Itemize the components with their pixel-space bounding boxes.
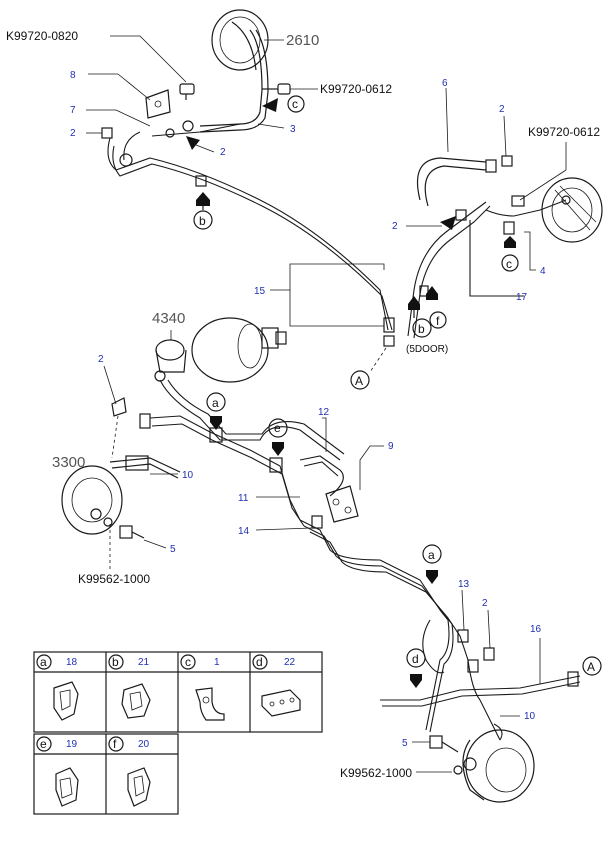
part-number-k99562-1000-left: K99562-1000 (78, 572, 150, 586)
leader-13 (457, 589, 469, 643)
leader-k99720-0820 (110, 35, 195, 100)
pipes-top-left (107, 120, 393, 331)
callout-7: 7 (70, 105, 76, 116)
view-marker-A-left: A (355, 374, 363, 388)
callout-15: 15 (254, 286, 266, 297)
callout-2c: 2 (499, 104, 505, 115)
view-marker-f-mid: f (436, 314, 440, 328)
leader-2a (86, 127, 113, 139)
arrows-b-f-mid (408, 286, 447, 338)
legend-letter-c: c (185, 655, 191, 669)
view-marker-A-right: A (587, 660, 595, 674)
view-marker-c-top: c (292, 97, 298, 111)
view-marker-b-top: b (199, 214, 206, 228)
leader-2c (501, 115, 513, 167)
callout-5a: 5 (170, 544, 176, 555)
legend-num-b: 21 (138, 657, 150, 668)
view-marker-b-mid: b (418, 322, 425, 336)
leader-5a (119, 525, 167, 549)
assembly-2610: 2610 (286, 32, 319, 49)
legend-letter-d: d (256, 655, 263, 669)
legend-num-d: 22 (284, 657, 296, 668)
leader-3 (257, 123, 285, 129)
callout-14: 14 (238, 526, 250, 537)
legend-table (33, 651, 323, 815)
legend-num-f: 20 (138, 739, 150, 750)
callout-17: 17 (516, 292, 528, 303)
legend-letter-a: a (40, 655, 47, 669)
callout-13: 13 (458, 579, 470, 590)
callout-9: 9 (388, 441, 394, 452)
rear-brake-3300-shape (61, 455, 181, 535)
assembly-4340: 4340 (152, 310, 185, 327)
view-marker-c-right: c (506, 257, 512, 271)
callout-2a: 2 (70, 128, 76, 139)
bracket-8 (88, 73, 171, 119)
bottom-brake-disc (462, 723, 535, 803)
callout-6: 6 (442, 78, 448, 89)
callout-8: 8 (70, 70, 76, 81)
callout-10b: 10 (524, 711, 536, 722)
note-5door: (5DOOR) (406, 344, 448, 355)
pipes-master (139, 370, 449, 619)
callout-4: 4 (540, 266, 546, 277)
callout-5b: 5 (402, 738, 408, 749)
arrow-c-right (501, 231, 536, 272)
part-number-k99720-0612-right: K99720-0612 (528, 125, 600, 139)
leader-2d (406, 216, 456, 230)
front-brake-2610-shape (199, 9, 284, 133)
view-marker-a-low: a (428, 548, 435, 562)
arrow-e-mid (268, 418, 288, 456)
view-marker-a-mid: a (212, 396, 219, 410)
arrow-a-low (422, 544, 442, 584)
master-cylinder-4340-shape (155, 317, 287, 383)
callout-16: 16 (530, 624, 542, 635)
leader-7 (86, 109, 151, 127)
callout-11: 11 (238, 493, 249, 504)
arrow-d-low (406, 648, 426, 688)
callout-2d: 2 (392, 221, 398, 232)
leader-k99720-0612-right (511, 142, 567, 207)
callout-2b: 2 (220, 147, 226, 158)
leader-2e (103, 365, 127, 459)
pipes-right (407, 199, 567, 339)
arrow-c-top (262, 95, 305, 113)
callout-2e: 2 (98, 354, 104, 365)
leader-2b (186, 136, 215, 153)
legend-letter-e: e (40, 737, 47, 751)
marker-A-right (582, 656, 602, 676)
leader-k99562-1000-bottom (416, 765, 463, 775)
view-marker-d-low: d (412, 652, 419, 666)
view-marker-e-mid: e (274, 421, 281, 435)
leader-15 (270, 263, 395, 347)
legend-letter-b: b (112, 655, 119, 669)
valve-9 (325, 445, 384, 523)
pipes-lower-right (380, 609, 581, 741)
legend-num-e: 19 (66, 739, 78, 750)
legend-num-a: 18 (66, 657, 78, 668)
legend-num-c: 1 (214, 657, 220, 668)
part-number-k99720-0612-top: K99720-0612 (320, 82, 392, 96)
callout-2f: 2 (482, 598, 488, 609)
part-number-k99720-0820: K99720-0820 (6, 29, 78, 43)
leader-2f (483, 609, 495, 661)
callout-3: 3 (290, 124, 296, 135)
arrow-b-top (193, 192, 213, 230)
leaders-11-14 (255, 496, 323, 531)
leader-12 (299, 417, 344, 497)
hose-6 (416, 87, 497, 207)
leader-k99562-1000-left (103, 517, 113, 570)
callout-10a: 10 (182, 470, 194, 481)
callout-12: 12 (318, 407, 330, 418)
leader-k99720-0612-top (262, 83, 318, 95)
right-brake-disc (541, 177, 603, 243)
leader-5b (412, 735, 459, 753)
marker-A-left (350, 347, 387, 390)
assembly-3300: 3300 (52, 454, 85, 471)
legend-letter-f: f (113, 737, 117, 751)
arrow-a-mid (206, 392, 226, 430)
part-number-k99562-1000-bottom: K99562-1000 (340, 766, 412, 780)
